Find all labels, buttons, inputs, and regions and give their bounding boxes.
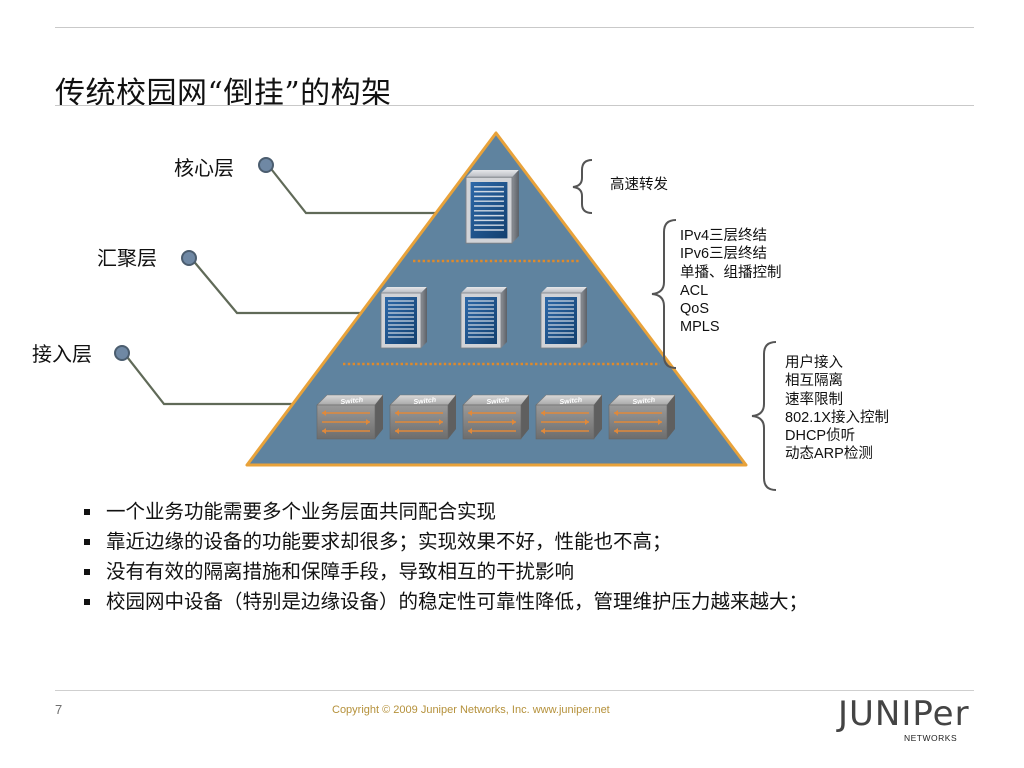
note-line: 相互隔离 xyxy=(785,373,843,390)
bullet-list: 一个业务功能需要多个业务层面共同配合实现 靠近边缘的设备的功能要求却很多；实现效… xyxy=(82,500,962,620)
top-rule xyxy=(55,27,974,28)
aggregation-notes: IPv4三层终结 IPv6三层终结 单播、组播控制 ACL QoS MPLS xyxy=(680,227,782,337)
logo-subtitle: NETWORKS xyxy=(904,733,958,743)
bullet-text: 靠近边缘的设备的功能要求却很多；实现效果不好，性能也不高； xyxy=(106,530,672,553)
aggregation-brace xyxy=(651,219,677,369)
switch-label: Switch xyxy=(340,397,363,406)
access-switch-1: Switch xyxy=(316,394,384,440)
bullet-square-icon xyxy=(84,509,90,515)
aggregation-layer-label: 汇聚层 xyxy=(97,246,157,270)
footer-rule xyxy=(55,690,974,691)
bullet-square-icon xyxy=(84,599,90,605)
core-layer-label: 核心层 xyxy=(174,156,234,180)
access-notes: 用户接入 相互隔离 速率限制 802.1X接入控制 DHCP侦听 动态ARP检测 xyxy=(785,354,889,464)
core-connector xyxy=(258,157,458,215)
juniper-logo: JUNIPer NETWORKS xyxy=(838,694,970,743)
aggregation-router-3 xyxy=(540,286,588,349)
note-line: 单播、组播控制 xyxy=(680,264,782,281)
switch-label: Switch xyxy=(559,397,582,406)
logo-wordmark: JUNIPer xyxy=(838,694,970,734)
bullet-square-icon xyxy=(84,539,90,545)
note-line: DHCP侦听 xyxy=(785,428,856,445)
aggregation-router-1 xyxy=(380,286,428,349)
aggregation-connector xyxy=(181,250,372,315)
bullet-text: 校园网中设备（特别是边缘设备）的稳定性可靠性降低，管理维护压力越来越大； xyxy=(106,590,809,613)
access-connector xyxy=(114,345,303,406)
switch-label: Switch xyxy=(486,397,509,406)
access-layer-label: 接入层 xyxy=(32,342,92,366)
note-line: IPv4三层终结 xyxy=(680,228,768,244)
note-line: 802.1X接入控制 xyxy=(785,409,889,426)
access-switch-5: Switch xyxy=(608,394,676,440)
note-line: MPLS xyxy=(680,319,720,336)
note-line: ACL xyxy=(680,282,709,299)
note-line: QoS xyxy=(680,301,710,318)
bullet-text: 一个业务功能需要多个业务层面共同配合实现 xyxy=(106,500,497,523)
bullet-item: 一个业务功能需要多个业务层面共同配合实现 xyxy=(82,500,962,524)
note-line: 高速转发 xyxy=(610,177,668,193)
access-brace xyxy=(751,341,777,491)
core-notes: 高速转发 xyxy=(610,176,668,194)
title-underline xyxy=(55,105,974,106)
access-switch-2: Switch xyxy=(389,394,457,440)
access-switch-3: Switch xyxy=(462,394,530,440)
note-line: 动态ARP检测 xyxy=(785,446,873,463)
access-switch-4: Switch xyxy=(535,394,603,440)
copyright-text: Copyright © 2009 Juniper Networks, Inc. … xyxy=(332,704,610,716)
note-line: 用户接入 xyxy=(785,355,843,371)
page-number: 7 xyxy=(55,702,63,717)
bullet-item: 校园网中设备（特别是边缘设备）的稳定性可靠性降低，管理维护压力越来越大； xyxy=(82,590,962,614)
core-brace xyxy=(572,159,593,214)
bullet-item: 靠近边缘的设备的功能要求却很多；实现效果不好，性能也不高； xyxy=(82,530,962,554)
bullet-item: 没有有效的隔离措施和保障手段，导致相互的干扰影响 xyxy=(82,560,962,584)
bullet-square-icon xyxy=(84,569,90,575)
bullet-text: 没有有效的隔离措施和保障手段，导致相互的干扰影响 xyxy=(106,560,575,583)
switch-label: Switch xyxy=(632,397,655,406)
note-line: IPv6三层终结 xyxy=(680,246,768,263)
note-line: 速率限制 xyxy=(785,391,843,408)
core-router xyxy=(465,169,520,244)
aggregation-router-2 xyxy=(460,286,508,349)
switch-label: Switch xyxy=(413,397,436,406)
network-pyramid-diagram: Switch Switch Switch Switch Switch xyxy=(114,131,777,491)
